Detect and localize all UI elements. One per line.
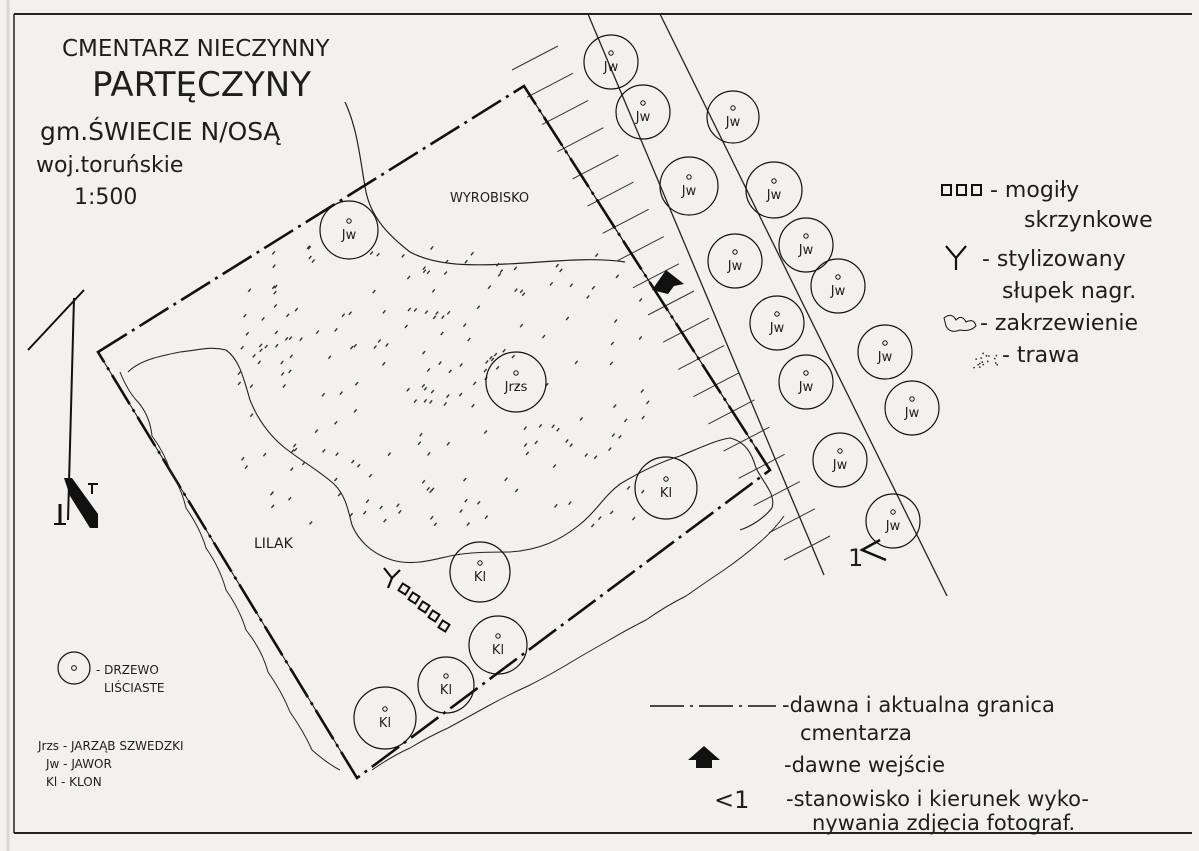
box-graves-row	[397, 582, 451, 633]
legend-graves-label-2: skrzynkowe	[1024, 208, 1153, 233]
tree-jrzs: Jrzs	[485, 351, 547, 413]
old-entrance-arrow-icon	[652, 270, 684, 294]
legend-station-symbol: <1	[714, 786, 749, 814]
excavation-outline	[344, 101, 626, 266]
species-item: Kl - KLON	[46, 775, 102, 789]
tree-code: Jw	[769, 321, 785, 336]
map-title: CMENTARZ NIECZYNNY PARTĘCZYNY gm.ŚWIECIE…	[36, 36, 330, 210]
tree-jw: Jw	[706, 90, 760, 144]
tree-code: Jw	[904, 406, 920, 421]
legend-post-label: - stylizowany	[982, 247, 1126, 272]
title-line-1: CMENTARZ NIECZYNNY	[62, 36, 330, 62]
tree-jw: Jw	[812, 432, 868, 488]
tree-code: Jw	[681, 184, 697, 199]
tree-jw: Jw	[778, 217, 834, 273]
label-excavation: WYROBISKO	[450, 191, 529, 206]
tree-code: Jw	[727, 259, 743, 274]
title-line-4: woj.toruńskie	[36, 153, 183, 178]
cemetery-boundary	[96, 84, 772, 780]
legend-boundary-label-2: cmentarza	[800, 721, 912, 745]
map-legend: - mogiły skrzynkowe - stylizowany słupek…	[941, 178, 1153, 369]
tree-code: Jw	[603, 60, 619, 75]
tree-code: Jw	[877, 350, 893, 365]
lilac-shrub-outline	[127, 347, 774, 564]
tree-jw: Jw	[778, 354, 834, 410]
species-list: Jrzs - JARZĄB SZWEDZKI Jw - JAWOR Kl - K…	[37, 739, 184, 789]
legend-entrance-label: -dawne wejście	[784, 753, 945, 777]
tree-kl: Kl	[634, 456, 698, 520]
legend-grass-label: - trawa	[1002, 343, 1080, 368]
title-line-2: PARTĘCZYNY	[92, 65, 311, 105]
legend-boundary-label: -dawna i aktualna granica	[782, 693, 1055, 717]
tree-code: Jw	[830, 284, 846, 299]
legend-entrance-symbol	[688, 746, 720, 768]
species-item: Jrzs - JARZĄB SZWEDZKI	[37, 739, 184, 753]
tree-jw: Jw	[857, 324, 913, 380]
tree-kl: Kl	[417, 656, 475, 714]
legend-shrub-symbol	[943, 314, 977, 332]
tree-legend: - DRZEWO LIŚCIASTE	[57, 651, 165, 695]
tree-jw: Jw	[810, 258, 866, 314]
photo-station-1: 1	[848, 538, 887, 572]
tree-kl: Kl	[449, 541, 511, 603]
legend-grass-symbol	[973, 352, 999, 369]
title-line-3: gm.ŚWIECIE N/OSĄ	[40, 116, 281, 146]
map-scale: 1:500	[74, 185, 137, 210]
tree-jw: Jw	[583, 34, 639, 90]
grass-stipple	[237, 245, 650, 528]
tree-code: Jw	[725, 115, 741, 130]
tree-jw: Jw	[707, 233, 763, 289]
bottom-legend: -dawna i aktualna granica cmentarza -daw…	[650, 693, 1089, 835]
legend-post-label-2: słupek nagr.	[1002, 279, 1136, 304]
tree-jw: Jw	[865, 493, 921, 549]
legend-graves-label: - mogiły	[990, 178, 1079, 203]
tree-code: Kl	[379, 716, 391, 731]
north-arrow-icon	[27, 289, 98, 528]
label-lilac: LILAK	[254, 536, 294, 552]
legend-graves-symbol	[941, 184, 982, 196]
tree-code: Jw	[341, 228, 357, 243]
road-edge-left	[587, 13, 825, 576]
tree-jw: Jw	[659, 156, 719, 216]
tree-code: Jw	[766, 188, 782, 203]
tree-code: Kl	[492, 643, 504, 658]
tree-jw: Jw	[749, 295, 805, 351]
legend-tree-center	[71, 665, 77, 671]
tree-code: Jrzs	[504, 380, 528, 395]
species-item: Jw - JAWOR	[45, 757, 112, 771]
tree-jw: Jw	[745, 161, 803, 219]
shrub-edge-west	[119, 371, 341, 771]
shrub-edge-south	[371, 515, 785, 771]
tree-code: Jw	[885, 519, 901, 534]
photo-station-number: 1	[848, 544, 863, 572]
tree-code: Kl	[660, 486, 672, 501]
stylized-post-icon	[383, 567, 401, 589]
legend-station-label: -stanowisko i kierunek wyko-	[786, 787, 1089, 811]
legend-shrubs-label: - zakrzewienie	[980, 311, 1138, 336]
embankment-hatching	[511, 45, 831, 561]
tree-jw: Jw	[615, 84, 671, 140]
tree-code: Jw	[635, 110, 651, 125]
legend-station-label-2: nywania zdjęcia fotograf.	[812, 811, 1075, 835]
tree-kl: Kl	[353, 686, 417, 750]
tree-kl: Kl	[468, 615, 528, 675]
tree-code: Kl	[440, 683, 452, 698]
tree-jw: Jw	[884, 380, 940, 436]
tree-jw: Jw	[319, 200, 379, 260]
legend-post-symbol	[945, 245, 967, 270]
tree-code: Jw	[798, 243, 814, 258]
tree-code: Jw	[832, 458, 848, 473]
legend-tree-symbol	[57, 651, 91, 685]
tree-code: Jw	[798, 380, 814, 395]
tree-legend-label-2: LIŚCIASTE	[104, 680, 165, 695]
tree-code: Kl	[474, 570, 486, 585]
tree-legend-label: - DRZEWO	[96, 663, 159, 677]
